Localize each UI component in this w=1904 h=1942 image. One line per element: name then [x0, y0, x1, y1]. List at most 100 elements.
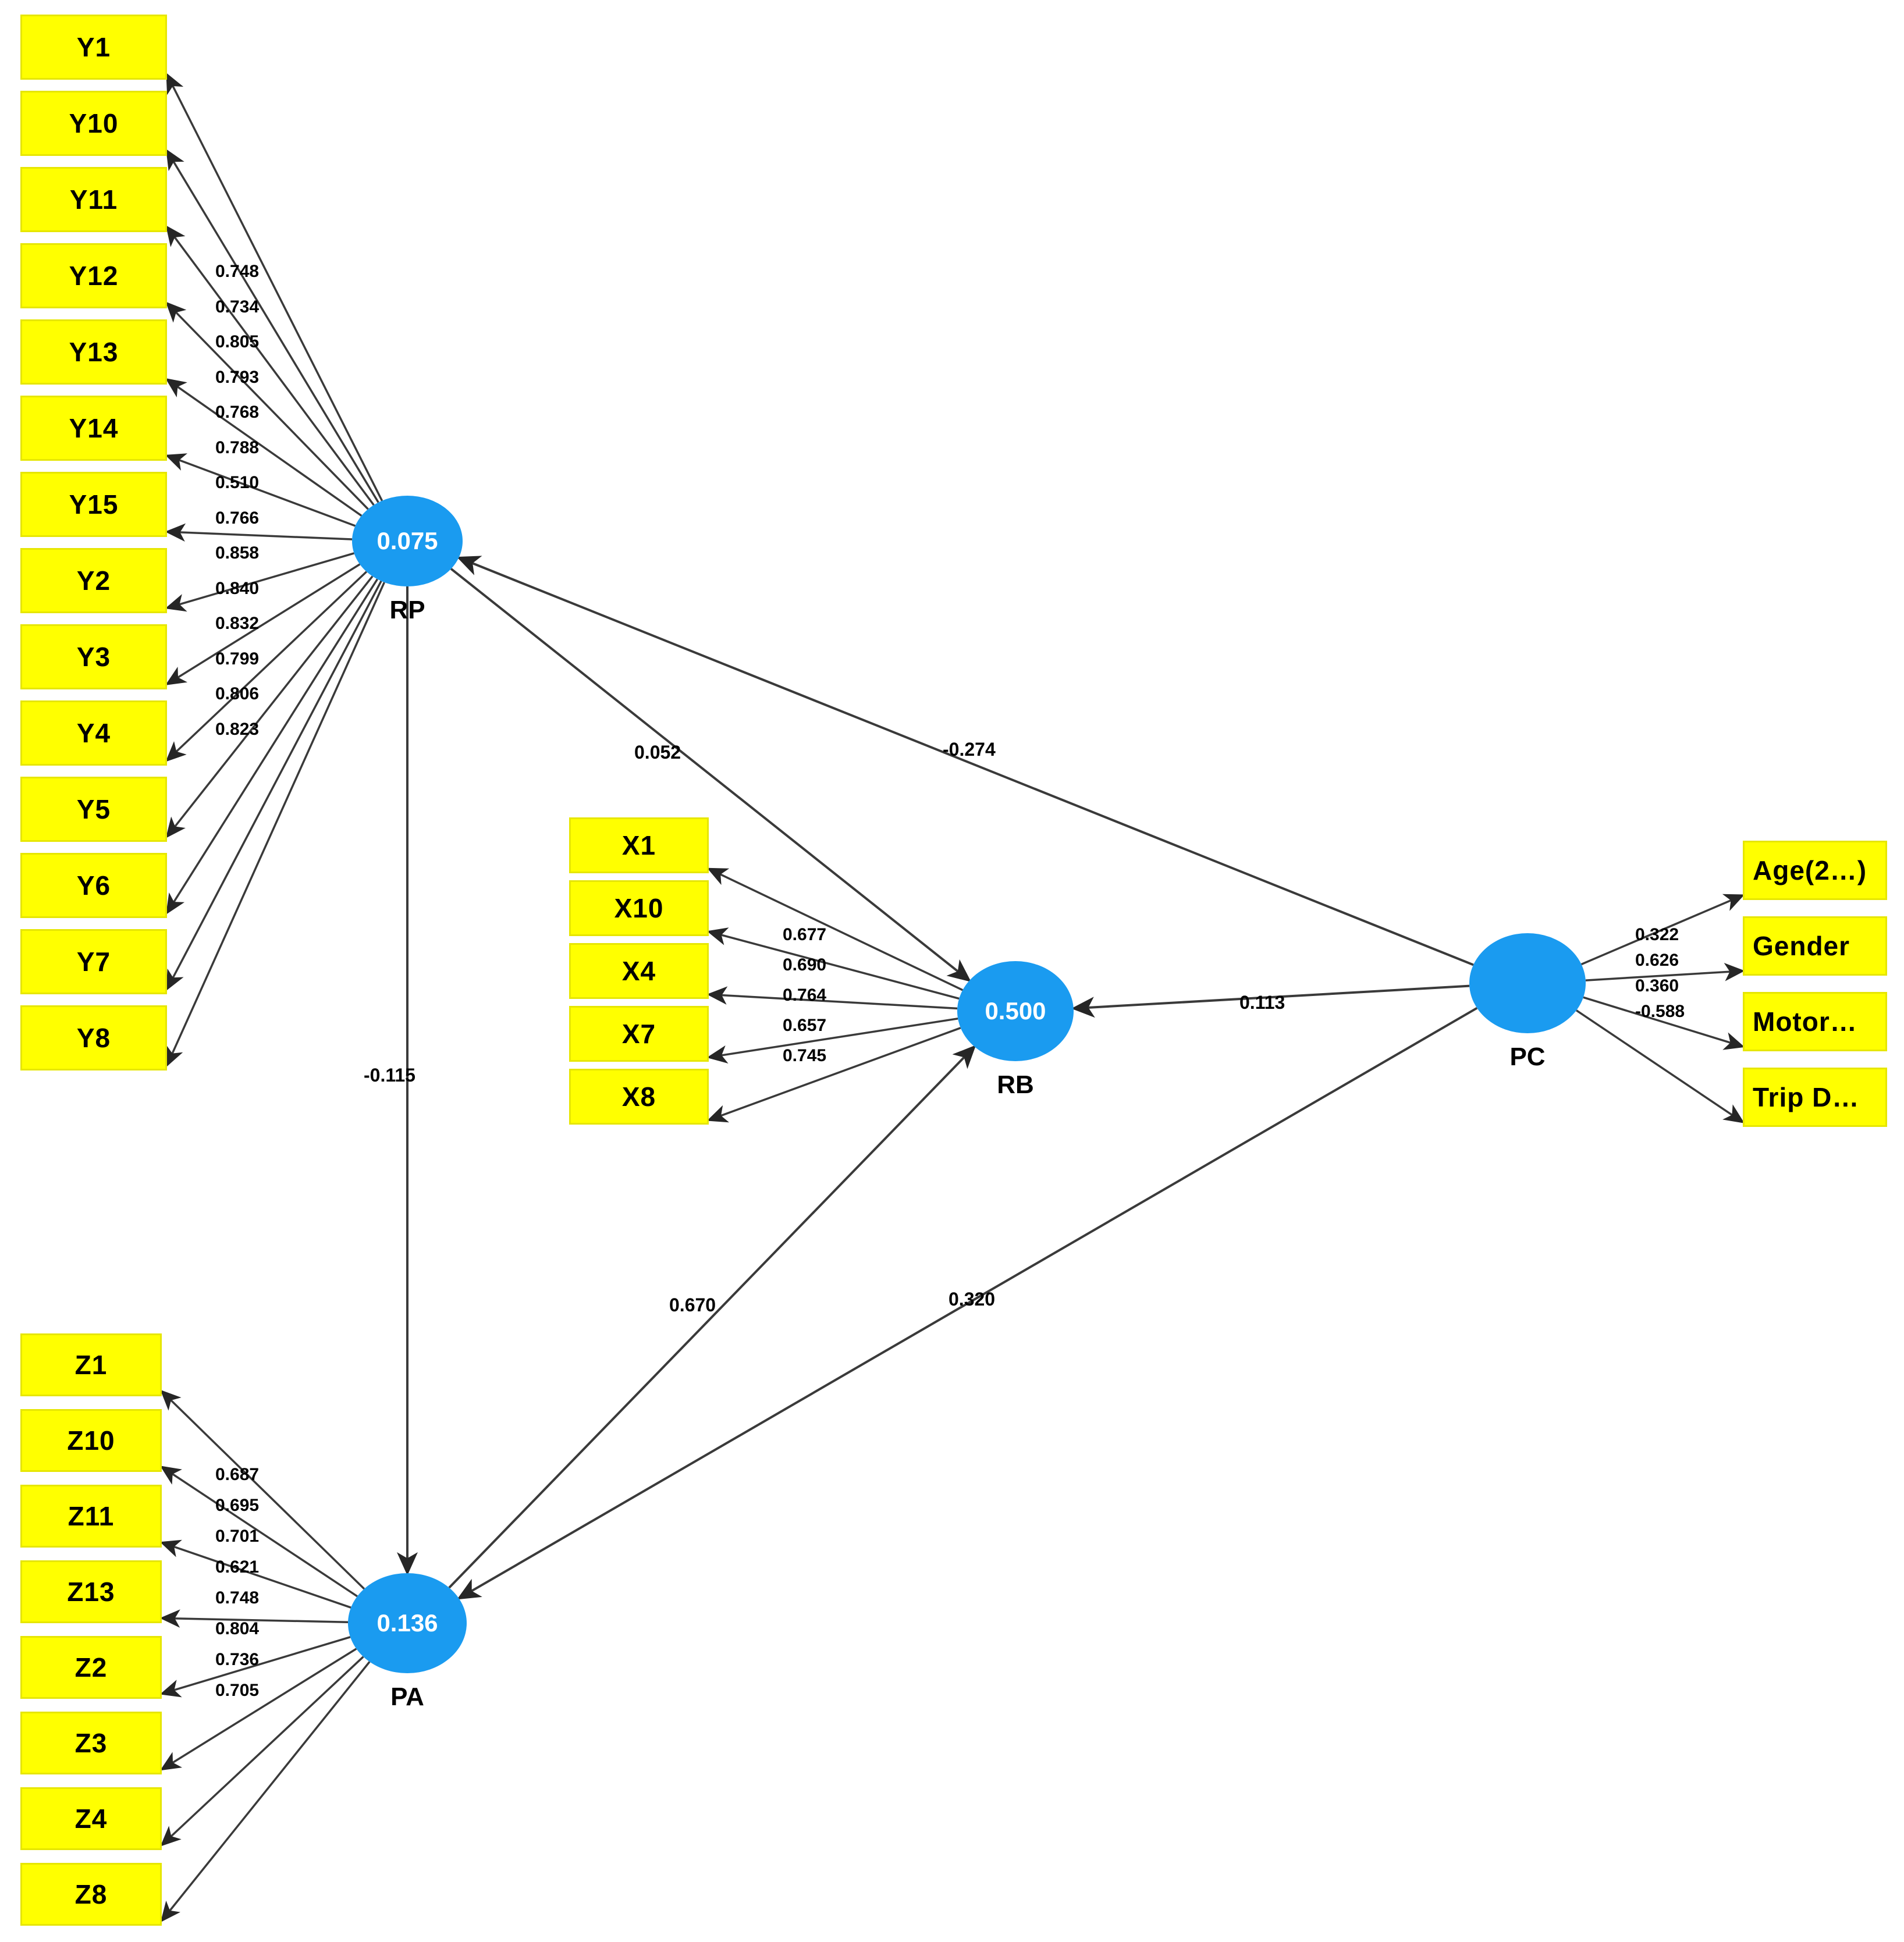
- indicator-label: Z2: [74, 1652, 108, 1683]
- loading-arrow-Z4: [160, 1656, 364, 1847]
- loading-label-Age2: 0.322: [1635, 925, 1679, 944]
- indicator-label: Y6: [76, 870, 111, 901]
- indicator-label: Y1: [76, 32, 111, 62]
- indicator-box-Motor[interactable]: Motor…: [1743, 992, 1887, 1051]
- loading-label-X10: 0.690: [783, 955, 827, 974]
- loading-arrow-X4: [706, 986, 958, 1010]
- latent-node-name-PA: PA: [390, 1683, 424, 1711]
- indicator-box-Y7[interactable]: Y7: [20, 929, 167, 994]
- loading-arrow-Y8: [166, 582, 386, 1068]
- indicator-box-X8[interactable]: X8: [569, 1069, 709, 1125]
- indicator-label: X8: [621, 1082, 656, 1112]
- indicator-label: Z4: [74, 1804, 108, 1834]
- loading-arrow-Y3: [165, 563, 361, 685]
- loading-label-Gender: 0.626: [1635, 951, 1679, 970]
- loading-label-TripD: -0.588: [1635, 1002, 1685, 1021]
- indicator-label: Y12: [69, 261, 119, 291]
- loading-label-Y7: 0.806: [215, 684, 260, 703]
- loading-label-Z1: 0.687: [215, 1465, 260, 1484]
- indicator-box-X10[interactable]: X10: [569, 880, 709, 936]
- indicator-box-X4[interactable]: X4: [569, 943, 709, 999]
- loading-arrow-Z10: [160, 1466, 358, 1598]
- indicator-box-Y4[interactable]: Y4: [20, 700, 167, 766]
- indicator-box-Z1[interactable]: Z1: [20, 1333, 162, 1396]
- loading-label-Z10: 0.695: [215, 1496, 260, 1515]
- indicator-box-Y10[interactable]: Y10: [20, 91, 167, 156]
- loading-label-Z13: 0.621: [215, 1557, 260, 1577]
- loading-label-Y11: 0.805: [215, 332, 260, 351]
- indicator-label: Z8: [74, 1879, 108, 1909]
- path-coefficient-pc-pa: 0.320: [949, 1289, 996, 1310]
- loading-arrow-Y15: [165, 523, 353, 542]
- indicator-box-Z10[interactable]: Z10: [20, 1409, 162, 1472]
- indicator-label: Y3: [76, 642, 111, 672]
- indicator-label: Z11: [68, 1501, 115, 1531]
- indicator-label: Motor…: [1753, 1006, 1857, 1037]
- indicator-label: Y10: [69, 108, 119, 138]
- indicator-box-Y6[interactable]: Y6: [20, 853, 167, 918]
- loading-label-Y15: 0.510: [215, 473, 260, 492]
- indicator-box-X1[interactable]: X1: [569, 817, 709, 873]
- indicator-box-Y8[interactable]: Y8: [20, 1005, 167, 1070]
- loading-arrow-Z8: [160, 1661, 371, 1923]
- path-coefficient-pa-rb: 0.670: [669, 1294, 716, 1315]
- latent-r2-value: 0.500: [985, 997, 1046, 1025]
- loading-label-Y8: 0.823: [215, 719, 260, 739]
- indicator-box-Y12[interactable]: Y12: [20, 243, 167, 308]
- indicator-box-Z2[interactable]: Z2: [20, 1636, 162, 1699]
- indicator-label: X4: [621, 956, 656, 986]
- loading-arrow-X8: [706, 1027, 961, 1123]
- loading-arrow-X10: [706, 927, 960, 1000]
- indicator-box-Y5[interactable]: Y5: [20, 777, 167, 842]
- loading-label-Z4: 0.736: [215, 1650, 260, 1669]
- latent-node-name-RB: RB: [997, 1070, 1034, 1099]
- indicator-box-Z13[interactable]: Z13: [20, 1560, 162, 1623]
- loading-label-X1: 0.677: [783, 925, 827, 944]
- latent-node-RP[interactable]: 0.075: [352, 496, 463, 586]
- indicator-box-Y1[interactable]: Y1: [20, 15, 167, 80]
- indicator-label: Gender: [1753, 931, 1850, 961]
- indicator-label: Y15: [69, 489, 119, 520]
- latent-node-name-RP: RP: [389, 596, 425, 624]
- path-coefficient-rp-pa: -0.115: [364, 1065, 415, 1086]
- indicator-box-Age2[interactable]: Age(2…): [1743, 841, 1887, 900]
- loading-label-Z3: 0.804: [215, 1619, 260, 1638]
- indicator-box-Y13[interactable]: Y13: [20, 319, 167, 385]
- indicator-box-TripD[interactable]: Trip D…: [1743, 1068, 1887, 1127]
- indicator-box-Y11[interactable]: Y11: [20, 167, 167, 232]
- latent-node-PC[interactable]: [1469, 933, 1586, 1033]
- indicator-label: Y7: [76, 947, 111, 977]
- indicator-label: Z3: [74, 1728, 108, 1758]
- indicator-box-Y2[interactable]: Y2: [20, 548, 167, 613]
- indicator-box-Y15[interactable]: Y15: [20, 472, 167, 537]
- loading-arrow-Y11: [165, 225, 375, 506]
- latent-r2-value: 0.075: [376, 527, 438, 554]
- loading-label-Z11: 0.701: [215, 1527, 260, 1546]
- indicator-label: Y4: [76, 718, 111, 748]
- loading-label-X4: 0.764: [783, 986, 827, 1005]
- loading-arrow-Y4: [165, 571, 368, 762]
- indicator-box-Z11[interactable]: Z11: [20, 1485, 162, 1548]
- loading-label-Y3: 0.858: [215, 543, 260, 563]
- loading-arrow-Y10: [166, 149, 379, 503]
- latent-node-PA[interactable]: 0.136: [348, 1573, 467, 1673]
- indicator-box-Z8[interactable]: Z8: [20, 1863, 162, 1926]
- loading-label-Y14: 0.788: [215, 438, 260, 457]
- indicator-box-Gender[interactable]: Gender: [1743, 916, 1887, 976]
- loading-label-Y13: 0.768: [215, 403, 260, 422]
- loading-label-Motor: 0.360: [1635, 976, 1679, 995]
- indicator-label: X1: [621, 830, 656, 860]
- loading-label-Y4: 0.840: [215, 578, 260, 598]
- latent-node-RB[interactable]: 0.500: [957, 961, 1074, 1061]
- path-arrow-rp-rb: [450, 568, 972, 982]
- indicator-box-X7[interactable]: X7: [569, 1006, 709, 1062]
- loading-label-Y6: 0.799: [215, 649, 260, 668]
- indicator-label: Z13: [67, 1577, 115, 1607]
- indicator-box-Y3[interactable]: Y3: [20, 624, 167, 689]
- indicator-box-Z3[interactable]: Z3: [20, 1712, 162, 1774]
- indicator-box-Y14[interactable]: Y14: [20, 396, 167, 461]
- loading-label-X7: 0.657: [783, 1016, 827, 1035]
- latent-r2-value: 0.136: [376, 1609, 438, 1637]
- indicator-box-Z4[interactable]: Z4: [20, 1787, 162, 1850]
